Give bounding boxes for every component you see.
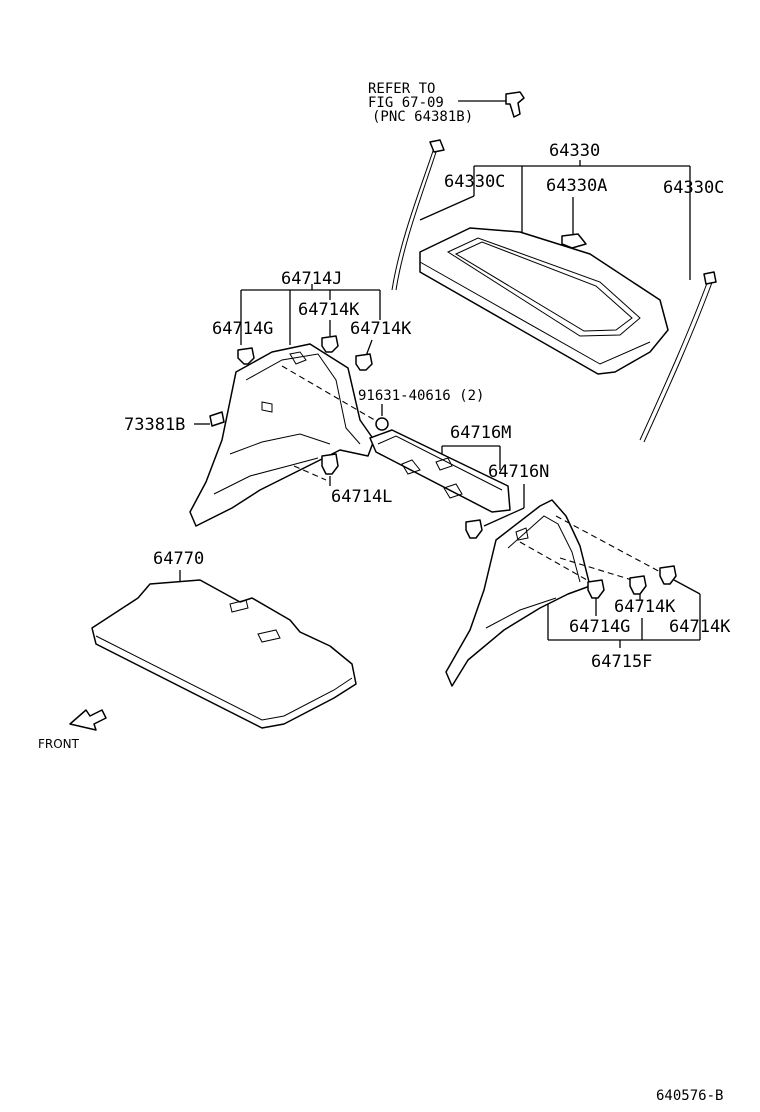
center-trim-strip	[369, 429, 511, 513]
clip-64714L	[321, 453, 339, 475]
label-64714K-top2: 64714K	[350, 319, 412, 339]
refer-note: REFER TO FIG 67-09 (PNC 64381B)	[368, 81, 525, 125]
clip-64714K-right1	[629, 575, 647, 595]
label-91631: 91631-40616 (2)	[358, 388, 484, 404]
strap-right	[639, 274, 711, 441]
label-64714J: 64714J	[281, 269, 342, 289]
label-64770: 64770	[153, 549, 204, 569]
clip-64714K-top2	[355, 353, 373, 371]
clip-64714K-top1	[321, 335, 339, 353]
clip-64714G-right	[587, 579, 605, 599]
label-64716N: 64716N	[488, 462, 549, 482]
refer-line-3: (PNC 64381B)	[372, 109, 473, 125]
label-64330C-right: 64330C	[663, 178, 724, 198]
left-side-trim-group: 64714J 64714K 64714G 64714K 91631-40616 …	[124, 269, 484, 527]
label-64716M: 64716M	[450, 423, 511, 443]
clip-64714K-right2	[659, 565, 677, 585]
front-arrow: FRONT	[38, 709, 107, 751]
tonneau-cover-board	[419, 227, 669, 375]
label-64714G-right: 64714G	[569, 617, 630, 637]
left-side-trim-panel	[189, 343, 375, 527]
label-64714L: 64714L	[331, 487, 392, 507]
luggage-mat-group: 64770	[91, 549, 357, 729]
label-73381B: 73381B	[124, 415, 185, 435]
right-side-trim-group: 64714K 64714G 64714K 64715F	[445, 499, 731, 687]
label-64330A: 64330A	[546, 176, 607, 196]
clip-64714G-left	[237, 347, 255, 365]
tonneau-cover-group: 64330 64330C 64330A 64330C	[391, 139, 724, 443]
label-64715F: 64715F	[591, 652, 652, 672]
refer-line-1: REFER TO	[368, 81, 435, 97]
label-64714K-top1: 64714K	[298, 300, 360, 320]
refer-line-2: FIG 67-09	[368, 95, 444, 111]
label-64714K-right1: 64714K	[614, 597, 676, 617]
label-64330C-left: 64330C	[444, 172, 505, 192]
front-label: FRONT	[38, 737, 80, 751]
part-73381B	[209, 411, 225, 427]
clip-64330A	[561, 233, 587, 249]
clip-64716N	[465, 519, 483, 539]
center-trim-strip-group: 64716M 64716N	[369, 423, 549, 539]
right-side-trim-panel	[445, 499, 591, 687]
luggage-compartment-mat	[91, 579, 357, 729]
label-64714K-right2: 64714K	[669, 617, 731, 637]
front-arrow-icon	[69, 709, 107, 731]
referenced-bracket	[505, 91, 525, 118]
strap-left	[391, 147, 435, 291]
label-64714G-left: 64714G	[212, 319, 273, 339]
bolt-91631	[375, 417, 389, 431]
label-64330: 64330	[549, 141, 600, 161]
figure-code: 640576-B	[656, 1088, 723, 1104]
